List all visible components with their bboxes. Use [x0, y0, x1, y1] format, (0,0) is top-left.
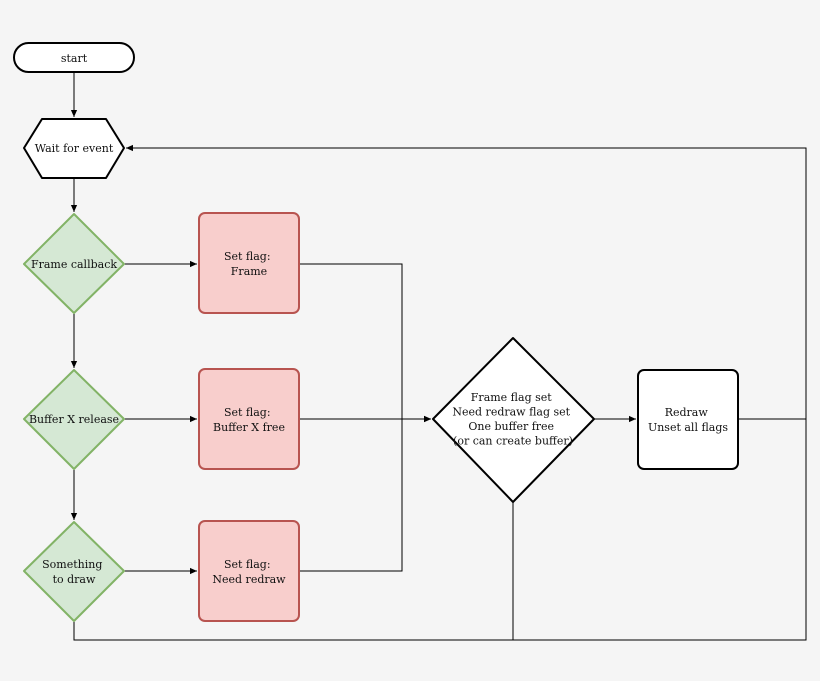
set-flag-buffer-box: Set flag: Buffer X free — [198, 368, 300, 470]
set-flag-frame-line-1: Set flag: — [224, 250, 271, 263]
wait-for-event-label: Wait for event — [35, 142, 114, 155]
set-flag-frame-box: Set flag: Frame — [198, 212, 300, 314]
condition-line-4: (or can create buffer) — [453, 435, 573, 448]
start-label: start — [61, 52, 88, 65]
buffer-release-label: Buffer X release — [29, 413, 119, 426]
condition-line-1: Frame flag set — [471, 391, 552, 404]
condition-label: Frame flag set Need redraw flag set One … — [452, 391, 573, 448]
set-flag-redraw-label: Set flag: Need redraw — [212, 558, 286, 586]
redraw-line-2: Unset all flags — [648, 421, 728, 434]
condition-decision: Frame flag set Need redraw flag set One … — [432, 337, 595, 503]
wait-for-event-node: Wait for event — [23, 118, 125, 179]
something-to-draw-line-2: to draw — [53, 573, 96, 586]
frame-callback-decision: Frame callback — [23, 213, 125, 314]
buffer-release-decision: Buffer X release — [23, 369, 125, 470]
redraw-label: Redraw Unset all flags — [648, 406, 728, 434]
start-terminator: start — [13, 42, 135, 73]
redraw-line-1: Redraw — [665, 406, 709, 419]
edges — [70, 72, 807, 641]
edge-something-loop-to-wait — [73, 148, 807, 641]
condition-line-3: One buffer free — [468, 420, 554, 433]
frame-callback-label: Frame callback — [31, 258, 117, 271]
edge-set-flag-frame-to-condition — [299, 263, 431, 423]
something-to-draw-label: Something to draw — [42, 558, 106, 586]
edge-set-flag-redraw-to-condition — [299, 415, 431, 572]
something-to-draw-decision: Something to draw — [23, 521, 125, 622]
set-flag-buffer-line-2: Buffer X free — [213, 421, 285, 434]
something-to-draw-line-1: Something — [42, 558, 102, 571]
set-flag-frame-line-2: Frame — [231, 265, 267, 278]
set-flag-redraw-box: Set flag: Need redraw — [198, 520, 300, 622]
set-flag-buffer-label: Set flag: Buffer X free — [213, 406, 285, 434]
condition-line-2: Need redraw flag set — [452, 406, 570, 419]
set-flag-redraw-line-2: Need redraw — [212, 573, 286, 586]
set-flag-buffer-line-1: Set flag: — [224, 406, 271, 419]
redraw-box: Redraw Unset all flags — [637, 369, 739, 470]
set-flag-frame-label: Set flag: Frame — [224, 250, 274, 278]
set-flag-redraw-line-1: Set flag: — [224, 558, 271, 571]
